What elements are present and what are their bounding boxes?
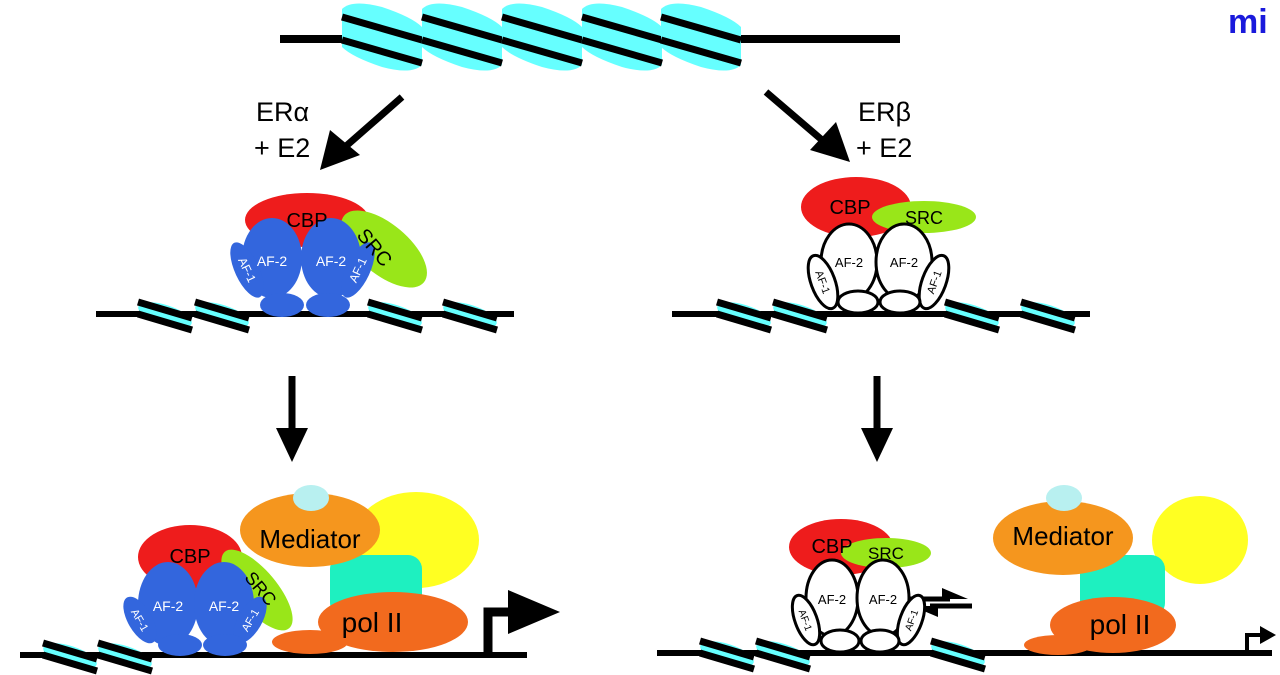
mediator-cap [293, 485, 329, 511]
e2-label-right: + E2 [856, 133, 912, 163]
er-alpha-transcription-complex: Mediator pol II CBP SRC AF-2 AF-2 AF-1 A… [20, 485, 560, 674]
af2-label: AF-2 [209, 598, 240, 614]
nucleosome [422, 3, 502, 70]
tss-arrow [1245, 633, 1262, 652]
er-alpha-label: ERα [256, 97, 309, 127]
nucleosome [342, 3, 422, 70]
af2-label: AF-2 [869, 592, 897, 607]
af2-label: AF-2 [153, 598, 184, 614]
af1-domain [233, 596, 267, 644]
pol2-shape [318, 592, 468, 652]
dbd-domain [836, 289, 880, 315]
arrow-down-right-2 [861, 376, 893, 462]
journal-logo: mi [1228, 3, 1268, 41]
arrow-down-left [320, 94, 405, 170]
pol2-label: pol II [342, 607, 403, 638]
er-alpha-complex: CBP SRC AF-2 AF-2 AF-1 AF-1 [96, 193, 514, 333]
af1-domain [806, 253, 840, 311]
dbd-domain [859, 628, 901, 654]
af1-domain [123, 596, 157, 644]
er-beta-transcription-complex: Mediator pol II CBP SRC AF-2 AF-2 AF-1 A… [657, 485, 1276, 672]
dbd-domain [306, 293, 350, 317]
arrow-down-right [763, 89, 850, 162]
pol2-tail [272, 630, 348, 654]
dbd-domain [878, 289, 922, 315]
tss-arrow [483, 607, 510, 654]
cbp-label: CBP [829, 197, 870, 219]
top-chromatin [280, 3, 900, 70]
mediator-shape [240, 493, 380, 567]
cbp-label: CBP [286, 210, 327, 232]
src-label: SRC [905, 208, 943, 228]
pol2-label: pol II [1090, 609, 1151, 640]
mediator-label: Mediator [259, 524, 360, 554]
dbd-domain [158, 634, 202, 656]
af1-domain [917, 253, 951, 311]
yellow-factor [1152, 496, 1248, 584]
af2-label: AF-2 [835, 255, 863, 270]
er-beta-label: ERβ [858, 97, 911, 127]
arrow-down-left-2 [276, 376, 308, 462]
af2-label: AF-2 [890, 255, 918, 270]
src-label: SRC [868, 544, 904, 563]
pol2-tail [1024, 635, 1092, 655]
tss-arrowhead [508, 590, 560, 634]
src-shape [841, 538, 931, 568]
af2-label: AF-2 [257, 253, 288, 269]
mediator-shape [993, 501, 1133, 575]
af2-label: AF-2 [316, 253, 347, 269]
af2-label: AF-2 [818, 592, 846, 607]
mediator-label: Mediator [1012, 521, 1113, 551]
er-beta-complex: CBP SRC AF-2 AF-2 AF-1 AF-1 [672, 177, 1090, 333]
af1-domain [230, 242, 264, 298]
dbd-domain [203, 634, 247, 656]
dbd-domain [819, 628, 861, 654]
nucleosome [661, 3, 741, 70]
src-shape [341, 210, 427, 288]
mediator-cap [1046, 485, 1082, 511]
af1-domain [895, 593, 927, 647]
tss-arrowhead [1260, 626, 1276, 644]
e2-label-left: + E2 [254, 133, 310, 163]
nucleosome [502, 3, 582, 70]
dbd-domain [260, 293, 304, 317]
af1-domain [341, 242, 375, 298]
af1-domain [790, 593, 822, 647]
cbp-label: CBP [169, 546, 210, 568]
nucleosome [582, 3, 662, 70]
cbp-label: CBP [811, 536, 852, 558]
